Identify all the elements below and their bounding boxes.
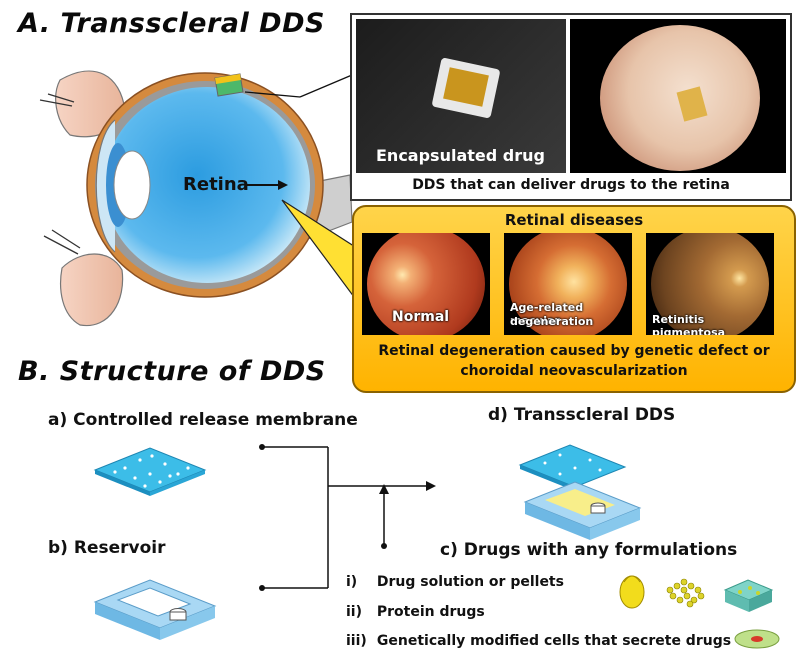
drugs-label: c) Drugs with any formulations xyxy=(440,540,738,560)
dds-photo-panel: Encapsulated drug DDS that can deliver d… xyxy=(350,13,792,201)
dds-photo-caption: DDS that can deliver drugs to the retina xyxy=(412,177,730,193)
formulation-num-1: i) xyxy=(346,574,358,590)
membrane-label: a) Controlled release membrane xyxy=(48,410,358,430)
retinal-diseases-panel: Retinal diseases Normal Age-related macu… xyxy=(352,205,796,393)
fundus-image-amd: Age-related macular degeneration xyxy=(504,233,632,335)
reservoir-label: b) Reservoir xyxy=(48,538,166,558)
surgery-photo xyxy=(570,19,786,173)
transscleral-dds-label: d) Transscleral DDS xyxy=(488,405,676,425)
formulation-text-3: Genetically modified cells that secrete … xyxy=(376,633,732,649)
formulation-num-3: iii) xyxy=(346,633,367,649)
fundus-label-normal: Normal xyxy=(392,309,450,325)
retinal-diseases-title: Retinal diseases xyxy=(504,211,644,229)
retinal-diseases-caption-line1: Retinal degeneration caused by genetic d… xyxy=(378,343,770,359)
structure-diagram xyxy=(93,444,780,649)
fundus-image-rp: Retinitis pigmentosa xyxy=(646,233,774,335)
formulation-num-2: ii) xyxy=(346,604,362,620)
formulation-item-2: ii) Protein drugs xyxy=(346,604,485,620)
fundus-label-rp: Retinitis pigmentosa xyxy=(652,313,726,335)
fundus-label-amd-line2: degeneration xyxy=(510,315,594,328)
retinal-diseases-caption-line2: choroidal neovascularization xyxy=(460,363,688,379)
fundus-image-normal: Normal xyxy=(362,233,490,335)
formulation-item-3: iii) Genetically modified cells that sec… xyxy=(346,633,731,649)
section-a-title: A. Transscleral DDS xyxy=(18,8,325,39)
formulation-text-1: Drug solution or pellets xyxy=(376,574,564,590)
formulation-text-2: Protein drugs xyxy=(376,604,485,620)
encapsulated-drug-caption: Encapsulated drug xyxy=(376,146,545,165)
formulation-item-1: i) Drug solution or pellets xyxy=(346,574,564,590)
eye-diagram xyxy=(39,70,360,327)
encapsulated-drug-photo: Encapsulated drug xyxy=(356,19,566,173)
fundus-label-amd-line1: Age-related macular xyxy=(510,301,584,327)
retina-label: Retina xyxy=(183,174,249,195)
section-b-title: B. Structure of DDS xyxy=(18,356,326,387)
